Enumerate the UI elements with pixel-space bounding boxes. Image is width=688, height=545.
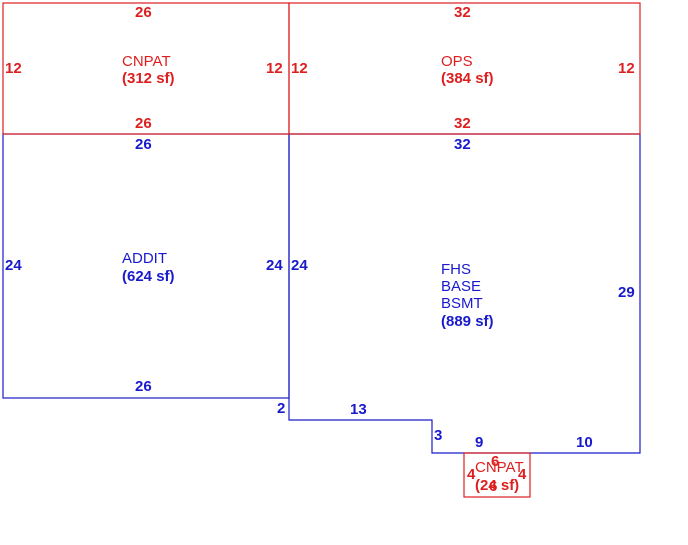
- cnpat-bottom-label: CNPAT: [475, 459, 524, 476]
- addit-area: (624 sf): [122, 268, 175, 285]
- area-addit[interactable]: ADDIT (624 sf) 26 26 24 24: [2, 133, 290, 399]
- ops-dim-top: 32: [454, 4, 471, 21]
- cnpat-top-dim-right: 12: [266, 60, 283, 77]
- addit-dim-bottom: 26: [135, 378, 152, 395]
- ops-label: OPS: [441, 53, 473, 70]
- cnpat-bottom-dim-left: 4: [467, 466, 476, 483]
- fhs-dim-left: 24: [291, 257, 308, 274]
- fhs-label-line-2: BASE: [441, 278, 481, 295]
- cnpat-bottom-dim-top: 6: [491, 453, 499, 470]
- ops-area: (384 sf): [441, 70, 494, 87]
- cnpat-top-label: CNPAT: [122, 53, 171, 70]
- area-cnpat-top[interactable]: CNPAT (312 sf) 26 26 12 12: [2, 2, 290, 135]
- fhs-label-line-3: BSMT: [441, 295, 483, 312]
- fhs-label-line-1: FHS: [441, 261, 471, 278]
- fhs-area: (889 sf): [441, 313, 494, 330]
- cnpat-top-dim-top: 26: [135, 4, 152, 21]
- addit-dim-left: 24: [5, 257, 22, 274]
- addit-label: ADDIT: [122, 250, 167, 267]
- cnpat-bottom-outline: [463, 452, 531, 498]
- ops-dim-bottom: 32: [454, 115, 471, 132]
- area-cnpat-bottom[interactable]: CNPAT (24 sf) 6 6 4 4: [463, 452, 531, 498]
- fhs-dim-step-e: 10: [576, 434, 593, 451]
- addit-dim-right: 24: [266, 257, 283, 274]
- fhs-dim-step-c: 3: [434, 427, 442, 444]
- ops-dim-left: 12: [291, 60, 308, 77]
- fhs-dim-top: 32: [454, 136, 471, 153]
- cnpat-bottom-dim-bottom: 6: [489, 478, 497, 495]
- cnpat-top-dim-left: 12: [5, 60, 22, 77]
- fhs-dim-right: 29: [618, 284, 635, 301]
- fhs-dim-step-b: 13: [350, 401, 367, 418]
- cnpat-bottom-dim-right: 4: [518, 466, 527, 483]
- area-ops[interactable]: OPS (384 sf) 32 32 12 12: [288, 2, 641, 135]
- ops-dim-right: 12: [618, 60, 635, 77]
- cnpat-top-dim-bottom: 26: [135, 115, 152, 132]
- fhs-dim-step-d: 9: [475, 434, 483, 451]
- cnpat-bottom-area: (24 sf): [475, 477, 519, 494]
- area-fhs-base-bsmt[interactable]: FHS BASE BSMT (889 sf) 32 24 29 2 13 3 9…: [277, 133, 641, 454]
- addit-dim-top: 26: [135, 136, 152, 153]
- cnpat-top-area: (312 sf): [122, 70, 175, 87]
- ops-outline: [288, 2, 641, 135]
- fhs-dim-step-a: 2: [277, 400, 285, 417]
